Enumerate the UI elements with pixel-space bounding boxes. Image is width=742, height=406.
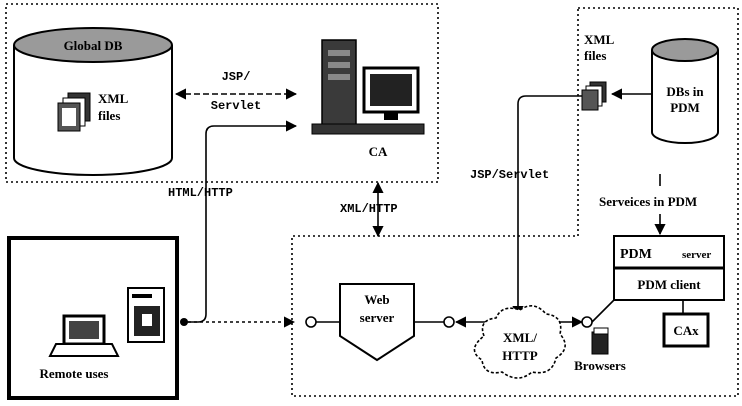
html-http-connector (184, 126, 296, 322)
web-server-left-port (306, 317, 316, 327)
ca-label: CA (369, 144, 388, 159)
global-xml-label-1: XML (98, 91, 129, 106)
pdm-xml-label-2: files (584, 48, 606, 63)
cloud-label-1: XML/ (503, 330, 537, 345)
jsp-servlet-right-connector (518, 96, 582, 316)
browsers-port (582, 317, 592, 327)
pdm-server-right: server (682, 249, 711, 261)
global-xml-label-2: files (98, 108, 120, 123)
dbs-in-pdm-label-2: PDM (670, 100, 700, 115)
web-server-label-1: Web (364, 292, 389, 307)
cloud-label-2: HTTP (502, 348, 537, 363)
browsers-label: Browsers (574, 358, 626, 373)
xml-files-icon (58, 93, 90, 131)
pdm-xml-files-icon (582, 82, 606, 110)
pdm-server-left: PDM (620, 247, 652, 262)
services-label: Serveices in PDM (599, 194, 697, 209)
html-http-label: HTML/HTTP (168, 186, 233, 200)
jsp-servlet-right-label: JSP/Servlet (470, 168, 549, 182)
jsp-servlet-label-2: Servlet (211, 99, 261, 113)
pdm-client-label: PDM client (637, 277, 701, 292)
ca-computer-icon (312, 40, 424, 134)
global-db-label: Global DB (64, 38, 123, 53)
browsers-to-pdm-line (592, 300, 614, 322)
dbs-in-pdm-label-1: DBs in (666, 84, 704, 99)
document-icon (128, 288, 164, 342)
remote-users-port (180, 318, 188, 326)
pdm-xml-label-1: XML (584, 32, 615, 47)
web-server-right-port (444, 317, 454, 327)
xml-http-mid-label: XML/HTTP (340, 202, 398, 216)
web-server-label-2: server (360, 310, 395, 325)
cax-label: CAx (673, 323, 699, 338)
browsers-icon (592, 328, 608, 354)
remote-users-label: Remote uses (40, 366, 109, 381)
jsp-servlet-label-1: JSP/ (222, 70, 251, 84)
